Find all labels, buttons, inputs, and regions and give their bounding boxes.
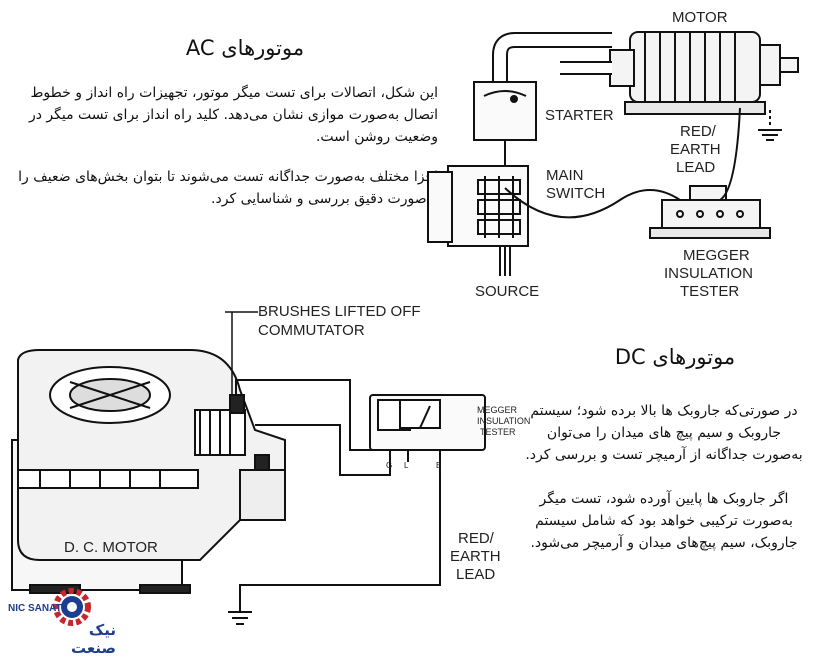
ac-paragraph-1: این شکل، اتصالات برای تست میگر موتور، تج… bbox=[28, 85, 438, 145]
label-megger-1: MEGGER bbox=[683, 247, 750, 264]
label-terminal-l: L bbox=[404, 461, 409, 470]
label-megger-small-3: TESTER bbox=[480, 427, 516, 437]
megger-tester-dc-drawing bbox=[369, 394, 486, 462]
label-main-switch-2: SWITCH bbox=[546, 185, 605, 202]
dc-paragraph-2: اگر جاروبک ها پایین آورده شود، تست میگر … bbox=[530, 491, 798, 551]
label-megger-3: TESTER bbox=[680, 283, 739, 300]
ac-description: این شکل، اتصالات برای تست میگر موتور، تج… bbox=[8, 82, 438, 228]
main-switch-drawing bbox=[427, 165, 529, 276]
dc-motors-title: موتورهای DC bbox=[614, 345, 736, 369]
label-red-earth-lead-3: LEAD bbox=[676, 159, 715, 176]
label-source: SOURCE bbox=[475, 283, 539, 300]
label-brushes-1: BRUSHES LIFTED OFF bbox=[258, 303, 421, 320]
label-megger-small-2: INSULATION bbox=[477, 416, 530, 426]
ac-motor-drawing bbox=[609, 31, 799, 115]
gear-logo-icon bbox=[53, 588, 91, 626]
label-dc-red-earth-2: EARTH bbox=[450, 548, 501, 565]
ac-motors-title: موتورهای AC bbox=[185, 36, 305, 60]
label-terminal-g: G bbox=[386, 461, 392, 470]
dc-motor-drawing bbox=[11, 349, 286, 594]
ac-paragraph-2: اجزا مختلف به‌صورت جداگانه تست می‌شوند ت… bbox=[18, 169, 438, 207]
dc-paragraph-1: در صورتی‌که جاروبک ها بالا برده شود؛ سیس… bbox=[525, 403, 803, 463]
label-main-switch-1: MAIN bbox=[546, 167, 584, 184]
starter-drawing bbox=[473, 81, 537, 166]
label-brushes-2: COMMUTATOR bbox=[258, 322, 365, 339]
label-megger-small-1: MEGGER bbox=[477, 405, 518, 415]
label-terminal-e: E bbox=[436, 461, 441, 470]
label-dc-red-earth-1: RED/ bbox=[458, 530, 495, 547]
label-red-earth-lead-2: EARTH bbox=[670, 141, 721, 158]
label-starter: STARTER bbox=[545, 107, 614, 124]
label-megger-2: INSULATION bbox=[664, 265, 753, 282]
logo-text-fa: نیک صنعت bbox=[71, 621, 116, 657]
label-red-earth-lead-1: RED/ bbox=[680, 123, 717, 140]
nic-sanat-logo: NIC SANAT نیک صنعت bbox=[6, 585, 116, 657]
label-dc-red-earth-3: LEAD bbox=[456, 566, 495, 583]
label-dc-motor: D. C. MOTOR bbox=[64, 539, 158, 556]
dc-description: در صورتی‌که جاروبک ها بالا برده شود؛ سیس… bbox=[520, 400, 808, 576]
megger-tester-ac-drawing bbox=[649, 185, 771, 239]
logo-text-en: NIC SANAT bbox=[8, 603, 62, 614]
label-motor: MOTOR bbox=[672, 9, 728, 26]
